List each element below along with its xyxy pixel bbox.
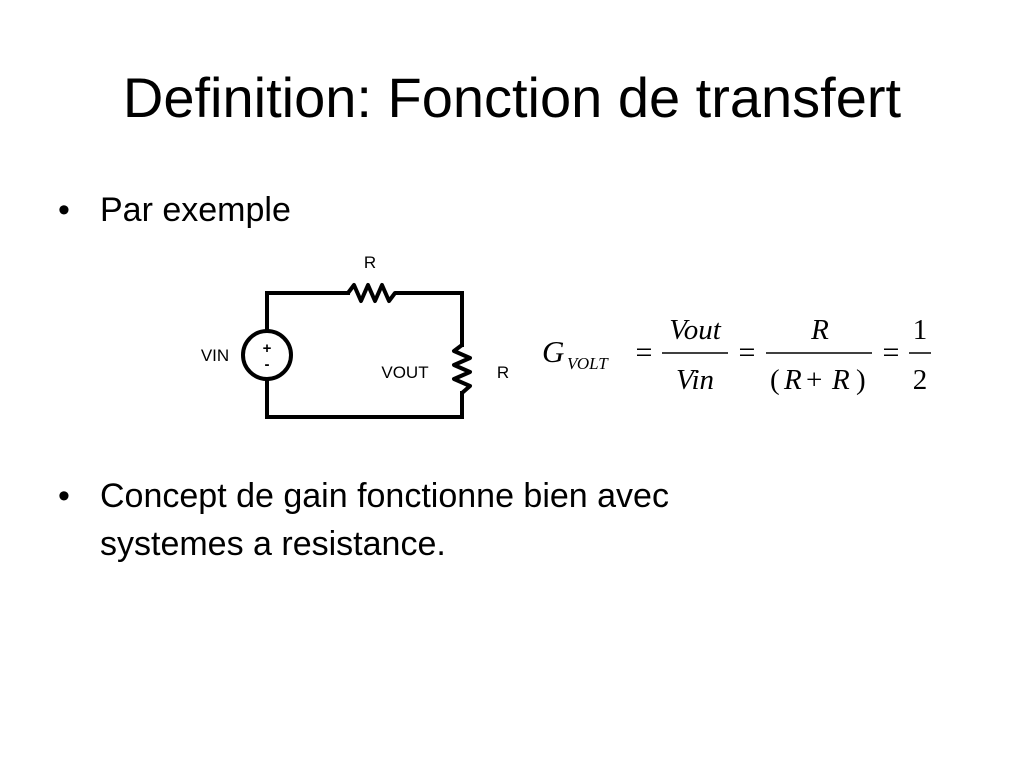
shunt-resistor-label: R [497, 363, 509, 382]
circuit-wires [265, 291, 464, 419]
fraction3-denominator: 2 [913, 364, 928, 396]
bullet-item: • Concept de gain fonctionne bien avec s… [58, 472, 818, 568]
source-minus-sign: - [265, 356, 270, 373]
source-plus-sign: + [263, 340, 272, 357]
bullet-text: Concept de gain fonctionne bien avec sys… [100, 477, 669, 563]
fraction2-den-r1: R [783, 364, 802, 396]
fraction1-denominator: Vin [676, 364, 714, 396]
equals-sign-3: = [883, 336, 900, 369]
circuit-svg: + - VIN R VOUT R [201, 253, 509, 419]
slide-title: Definition: Fonction de transfert [122, 66, 902, 129]
fraction2-den-plus: + [806, 364, 822, 396]
equals-sign-2: = [739, 336, 756, 369]
gain-symbol: G [542, 334, 564, 369]
fraction3-numerator: 1 [913, 314, 928, 346]
fraction1-numerator: Vout [669, 314, 722, 346]
equals-sign-1: = [636, 336, 653, 369]
shunt-resistor-symbol [452, 343, 472, 395]
fraction2-close-paren: ) [856, 364, 866, 396]
bullet-marker: • [58, 191, 70, 229]
equation-svg: G VOLT = Vout Vin = R ( R + R ) = 1 2 [542, 314, 931, 396]
transfer-function-equation: G VOLT = Vout Vin = R ( R + R ) = 1 2 [538, 305, 938, 405]
gain-subscript: VOLT [567, 354, 609, 373]
fraction2-numerator: R [810, 314, 829, 346]
fraction2-den-r2: R [831, 364, 850, 396]
fraction2-open-paren: ( [770, 364, 780, 396]
bullet-marker: • [58, 477, 70, 515]
vout-label: VOUT [381, 363, 428, 382]
bullet-item: • Par exemple [58, 186, 958, 234]
series-resistor-symbol [346, 283, 400, 303]
circuit-diagram: + - VIN R VOUT R [190, 245, 520, 430]
vin-label: VIN [201, 346, 229, 365]
series-resistor-label: R [364, 253, 376, 272]
voltage-source-symbol [241, 329, 293, 381]
bullet-text: Par exemple [100, 191, 291, 229]
